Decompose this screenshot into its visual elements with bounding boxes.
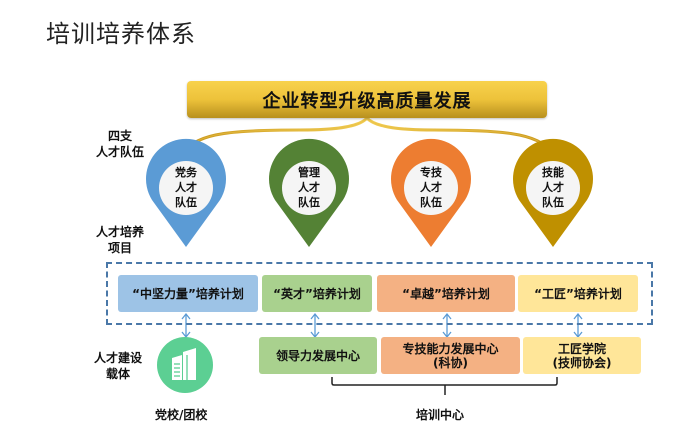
training-center-bracket: [331, 377, 558, 395]
team-line: 人才: [298, 181, 320, 194]
team-line: 人才: [542, 181, 564, 194]
team-line: 队伍: [175, 196, 197, 209]
team-line: 队伍: [298, 196, 320, 209]
team-line: 队伍: [542, 196, 564, 209]
top-banner: 企业转型升级高质量发展: [187, 81, 547, 118]
team-line: 管理: [298, 166, 320, 179]
label-carriers: 人才建设 载体: [88, 350, 148, 382]
label-line: 人才队伍: [95, 145, 144, 159]
center-professional: 专技能力发展中心 (科协): [381, 337, 520, 374]
center-name: 工匠学院: [557, 341, 606, 356]
label-line: 人才建设: [93, 351, 142, 365]
projects-group-box: [106, 262, 653, 325]
center-subname: (技师协会): [552, 355, 612, 370]
team-management: 管理 人才 队伍: [289, 165, 329, 210]
label-line: 人才培养: [95, 225, 144, 239]
pin-skills: [513, 138, 594, 247]
pin-party: [146, 138, 226, 247]
label-line: 项目: [107, 241, 132, 255]
curve-connector: [184, 115, 552, 153]
label-line: 四支: [107, 129, 132, 143]
team-line: 人才: [420, 181, 442, 194]
party-school-label: 党校/团校: [155, 408, 208, 422]
page-title: 培训培养体系: [46, 20, 196, 48]
pin-management: [269, 138, 349, 247]
label-line: 载体: [105, 367, 130, 381]
plan-craftsman: “工匠”培养计划: [518, 275, 638, 312]
center-subname: (科协): [433, 355, 468, 370]
center-craftsman-academy: 工匠学院 (技师协会): [523, 337, 641, 374]
pin-professional: [391, 138, 471, 247]
team-line: 专技: [420, 166, 442, 179]
center-leadership: 领导力发展中心: [259, 337, 377, 374]
double-arrows: [181, 312, 583, 339]
label-projects: 人才培养 项目: [90, 224, 150, 256]
plan-excellence: “卓越”培养计划: [377, 275, 515, 312]
training-center-label: 培训中心: [416, 408, 465, 422]
center-name: 领导力发展中心: [275, 348, 360, 363]
plan-backbone: “中坚力量”培养计划: [118, 275, 258, 312]
team-party: 党务 人才 队伍: [166, 165, 206, 210]
team-line: 队伍: [420, 196, 442, 209]
building-icon: [157, 337, 213, 393]
center-name: 专技能力发展中心: [402, 341, 499, 356]
team-line: 技能: [542, 166, 564, 179]
team-professional: 专技 人才 队伍: [411, 165, 451, 210]
plan-talent: “英才”培养计划: [262, 275, 372, 312]
team-line: 党务: [175, 166, 197, 179]
team-line: 人才: [175, 181, 197, 194]
team-skills: 技能 人才 队伍: [533, 165, 573, 210]
label-four-teams: 四支 人才队伍: [90, 128, 150, 160]
